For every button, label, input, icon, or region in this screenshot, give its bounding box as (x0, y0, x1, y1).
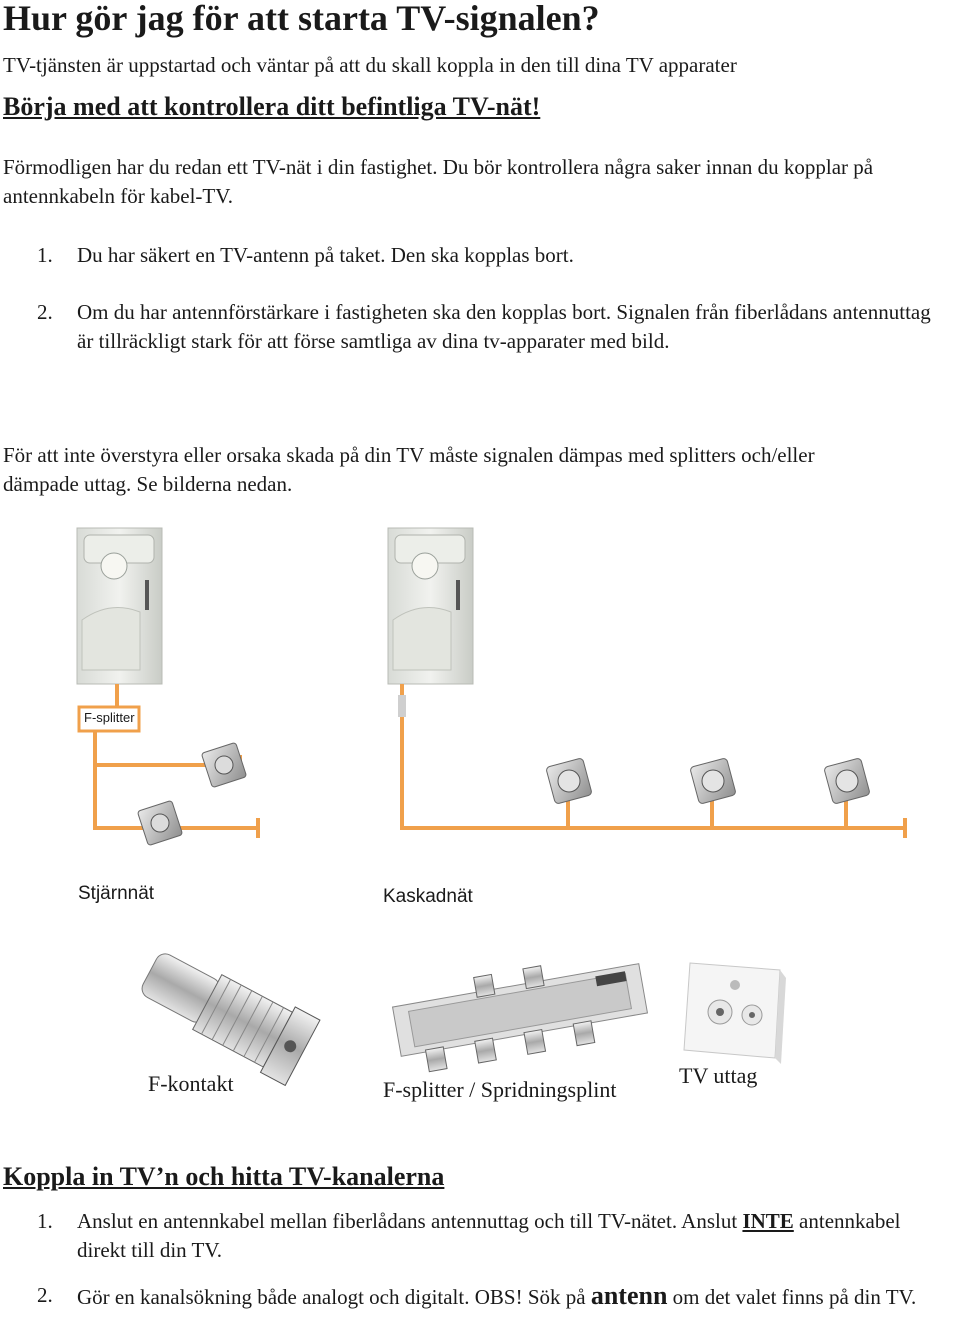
caption-tv-uttag: TV uttag (679, 1063, 758, 1088)
f-connector-icon (141, 953, 321, 1087)
caption-f-kontakt: F-kontakt (148, 1071, 234, 1096)
list1-text-1: Du har säkert en TV-antenn på taket. Den… (77, 243, 574, 267)
cable-end (398, 695, 406, 717)
cascade-network-label: Kaskadnät (383, 886, 473, 907)
paragraph-1: Förmodligen har du redan ett TV-nät i di… (3, 155, 874, 208)
tv-socket-icon (137, 800, 183, 846)
star-network-label: Stjärnnät (78, 883, 155, 904)
caption-f-splitter: F-splitter / Spridningsplint (383, 1077, 617, 1102)
paragraph-2: För att inte överstyra eller orsaka skad… (3, 443, 815, 496)
list2-num-2: 2. (37, 1283, 53, 1307)
section2-heading: Koppla in TV’n och hitta TV-kanalerna (3, 1162, 445, 1191)
intro-text: TV-tjänsten är uppstartad och väntar på … (3, 53, 737, 77)
splitter-box (77, 705, 141, 733)
section1-heading: Börja med att kontrollera ditt befintlig… (3, 92, 541, 121)
fiber-box-star (76, 527, 163, 685)
tv-socket-icon (201, 742, 247, 788)
page-title: Hur gör jag för att starta TV-signalen? (3, 0, 600, 38)
splitter-label: F-splitter (84, 710, 135, 725)
list2-text-2: Gör en kanalsökning både analogt och dig… (77, 1281, 917, 1310)
list2-text-1: Anslut en antennkabel mellan fiberlådans… (77, 1209, 901, 1262)
tv-outlet-icon (683, 962, 786, 1064)
tv-socket-icon (824, 758, 870, 804)
f-splitter-icon (391, 963, 649, 1073)
list2-num-1: 1. (37, 1209, 53, 1233)
tv-socket-icon (546, 758, 592, 804)
list1-text-2: Om du har antennförstärkare i fastighete… (77, 300, 931, 353)
tv-socket-icon (690, 758, 736, 804)
list1-num-1: 1. (37, 243, 53, 267)
fiber-box-cascade (387, 527, 474, 685)
cascade-network-lines (400, 684, 907, 838)
list1-num-2: 2. (37, 300, 53, 324)
